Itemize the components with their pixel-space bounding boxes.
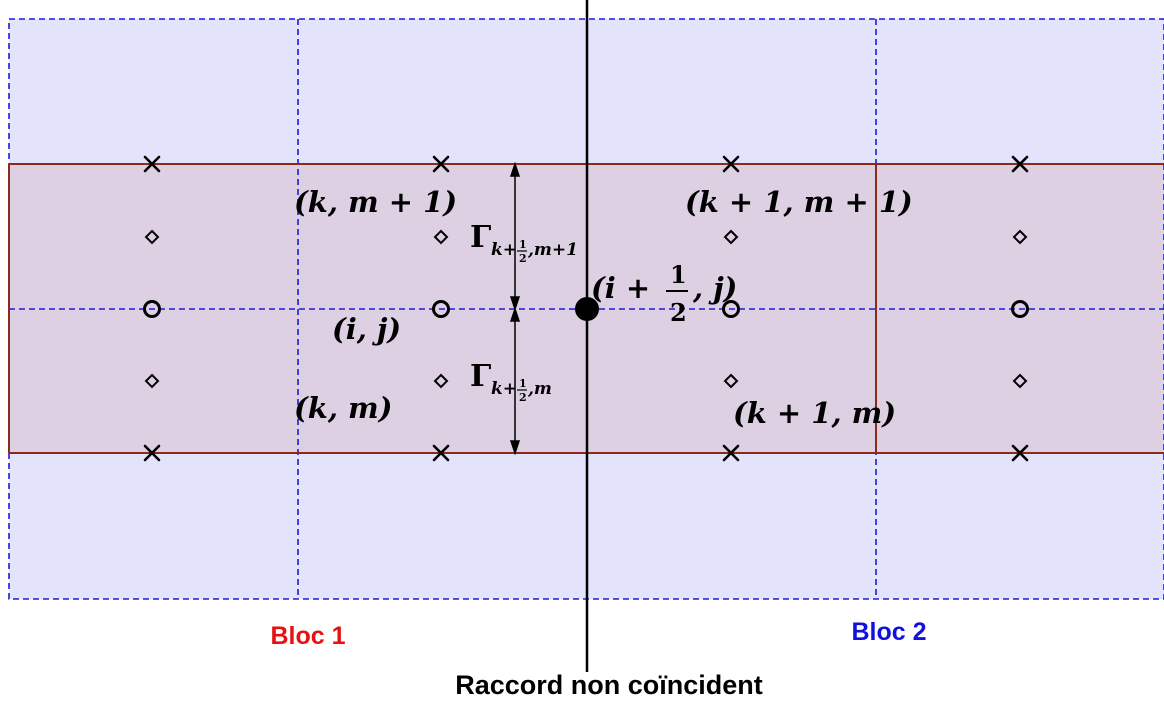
gamma-sub-numerator: 1	[519, 377, 527, 390]
diamond-marker	[144, 229, 160, 245]
label-i-half-j: (i + 1 2 , j)	[591, 260, 737, 327]
cross-marker	[722, 155, 740, 173]
diamond-marker	[1012, 229, 1028, 245]
diamond-markers	[144, 229, 1028, 389]
interface-point	[575, 297, 599, 321]
cross-marker	[432, 444, 450, 462]
arrowhead	[509, 440, 521, 456]
gamma-symbol: Γ	[470, 220, 491, 255]
half-label-suffix: , j)	[692, 271, 737, 305]
cross-marker	[722, 444, 740, 462]
diamond-marker	[433, 229, 449, 245]
half-label-denominator: 2	[670, 298, 687, 327]
diamond-marker	[1012, 373, 1028, 389]
diamond-marker	[723, 373, 739, 389]
half-label-prefix: (i +	[591, 271, 650, 305]
cross-marker	[143, 155, 161, 173]
diamond-marker	[144, 373, 160, 389]
bloc2-label: Bloc 2	[851, 618, 926, 646]
label-i-j: (i, j)	[332, 312, 401, 346]
gamma-sub-prefix: k+	[491, 240, 517, 260]
gamma-sub-suffix: ,m+1	[527, 240, 578, 260]
circle-marker	[722, 300, 740, 318]
interface-label: Raccord non coïncident	[455, 670, 763, 700]
label-k-m-plus-1: (k, m + 1)	[294, 185, 457, 219]
arrowhead	[509, 161, 521, 177]
cross-marker	[1011, 155, 1029, 173]
bloc1-label: Bloc 1	[270, 622, 345, 650]
label-k-m: (k, m)	[294, 391, 392, 425]
gamma-arrows	[509, 161, 521, 456]
cross-marker	[432, 155, 450, 173]
diamond-marker	[723, 229, 739, 245]
arrowhead	[509, 306, 521, 322]
label-gamma-bottom: Γ k+ 1 2 ,m	[470, 359, 552, 404]
gamma-sub-denominator: 2	[519, 391, 527, 404]
gamma-sub-denominator: 2	[519, 252, 527, 265]
gamma-symbol: Γ	[470, 359, 491, 394]
cross-markers	[143, 155, 1029, 462]
cross-marker	[143, 444, 161, 462]
circle-marker	[1011, 300, 1029, 318]
label-k-plus-1-m-plus-1: (k + 1, m + 1)	[685, 185, 913, 219]
gamma-sub-numerator: 1	[519, 238, 527, 251]
circle-marker	[143, 300, 161, 318]
diamond-marker	[433, 373, 449, 389]
gamma-sub-prefix: k+	[491, 379, 517, 399]
circle-marker	[432, 300, 450, 318]
circle-markers	[143, 300, 1029, 318]
arrowhead	[509, 296, 521, 312]
label-k-plus-1-m: (k + 1, m)	[733, 396, 896, 430]
label-gamma-top: Γ k+ 1 2 ,m+1	[470, 220, 578, 265]
cross-marker	[1011, 444, 1029, 462]
half-label-numerator: 1	[670, 260, 687, 289]
gamma-sub-suffix: ,m	[527, 379, 552, 399]
